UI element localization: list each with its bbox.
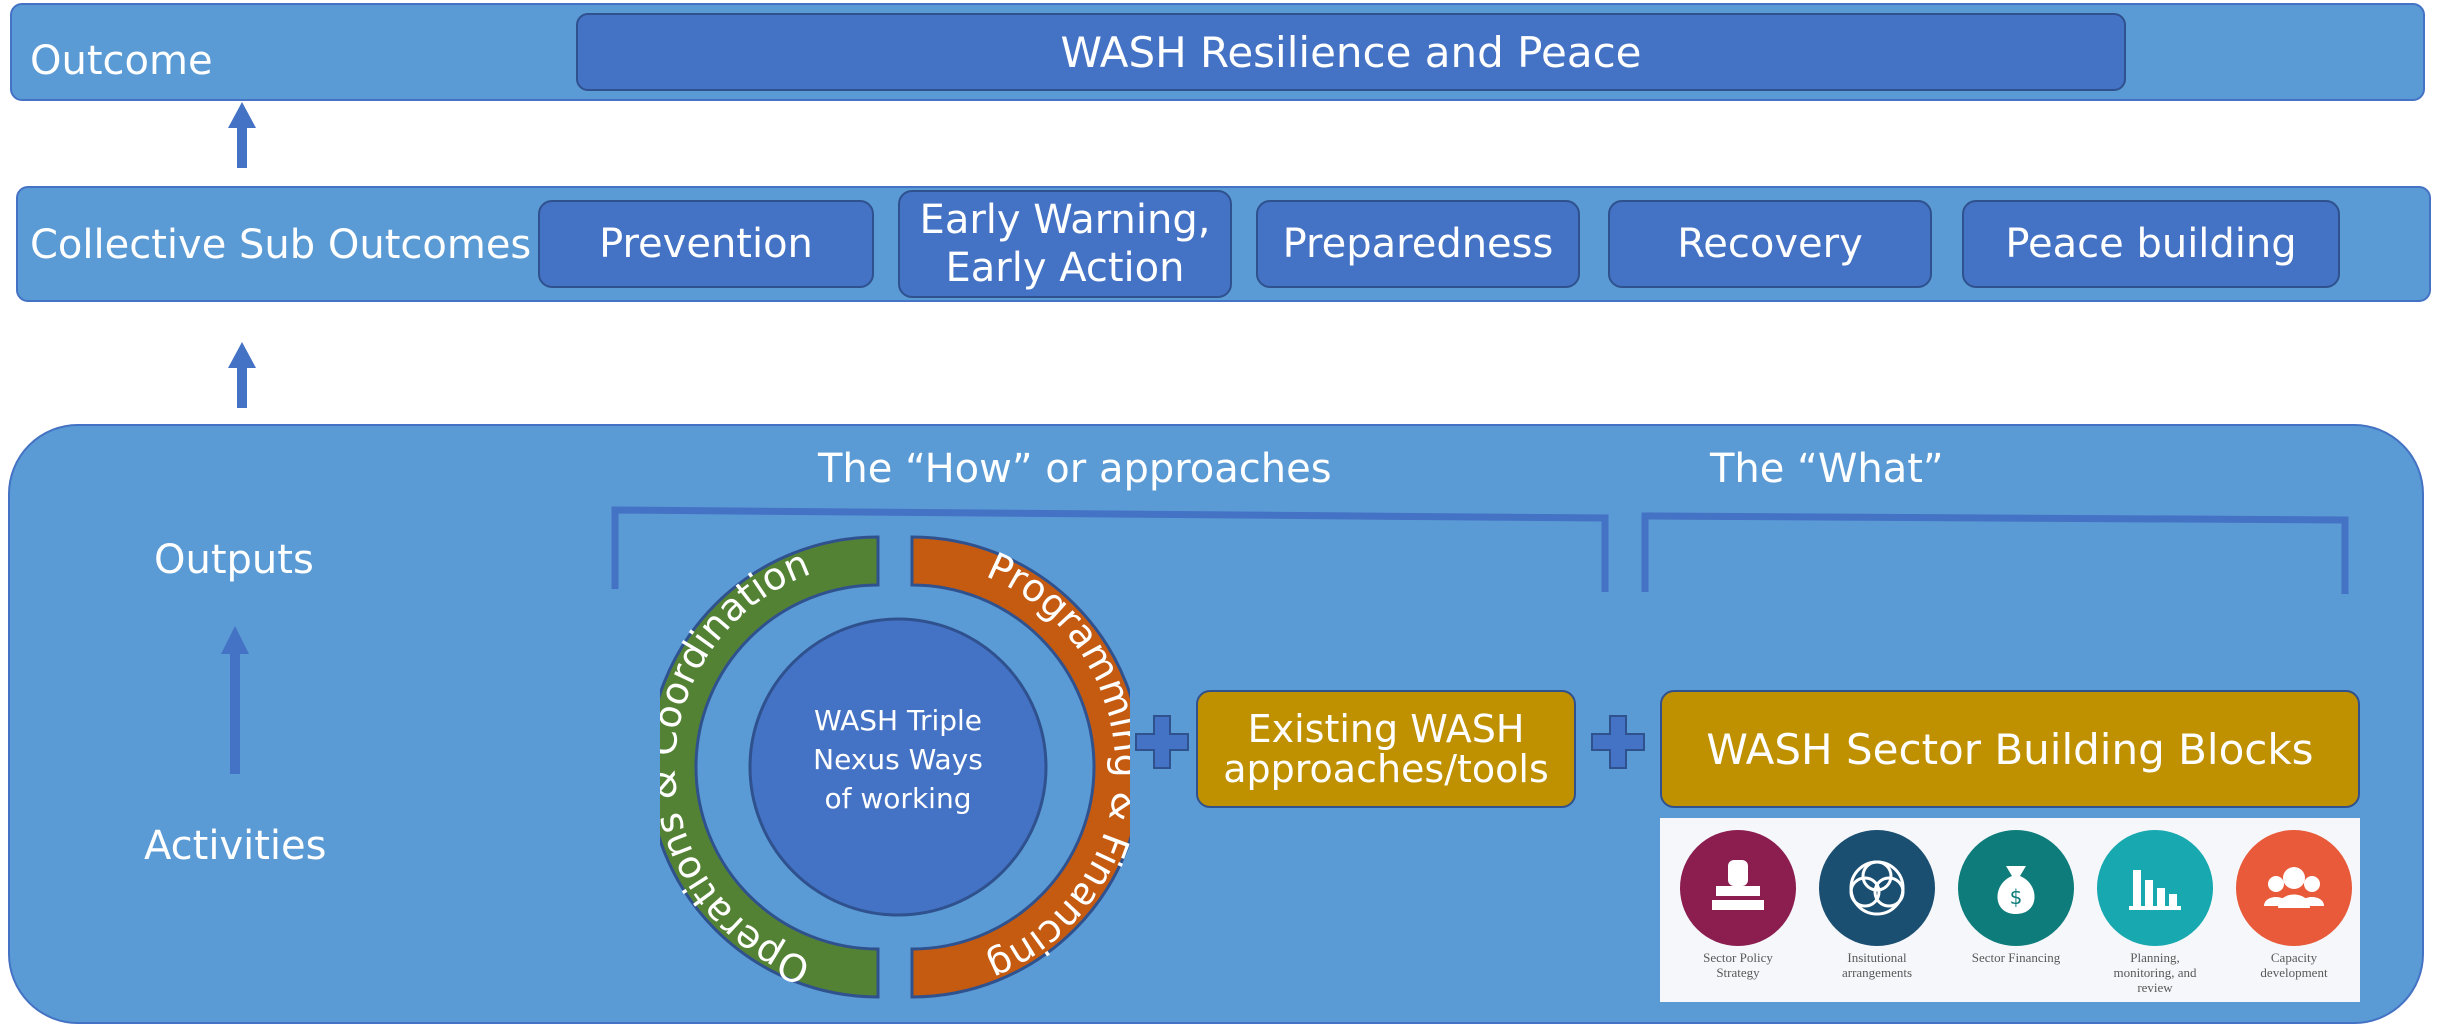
sub-outcome-early-warning: Early Warning, Early Action	[898, 190, 1232, 298]
outcome-band: Outcome WASH Resilience and Peace	[10, 3, 2425, 101]
sub-outcome-peace-building: Peace building	[1962, 200, 2340, 288]
sub-outcome-recovery: Recovery	[1608, 200, 1932, 288]
outputs-label: Outputs	[154, 537, 314, 583]
programming-arc	[910, 535, 1130, 999]
sub-outcome-label: Prevention	[599, 221, 813, 267]
financing-block: $ Sector Financing	[1954, 826, 2078, 965]
existing-approaches-box: Existing WASH approaches/tools	[1196, 690, 1576, 808]
financing-caption: Sector Financing	[1954, 950, 2078, 965]
nexus-center-line1: WASH Triple	[814, 704, 982, 737]
sub-outcome-label: Peace building	[2005, 221, 2297, 267]
institutional-caption: Insitutional arrangements	[1815, 950, 1939, 980]
sub-outcome-label-line2: Early Action	[945, 245, 1185, 291]
caption-line: Sector Policy	[1703, 950, 1773, 965]
sub-outcomes-label: Collective Sub Outcomes	[30, 222, 532, 268]
caption-line: monitoring, and	[2113, 965, 2197, 980]
planning-caption: Planning, monitoring, and review	[2093, 950, 2217, 995]
what-bracket	[1641, 512, 2349, 594]
sub-outcome-label: Early Warning,	[919, 197, 1211, 243]
nexus-ring-diagram: Operations & Coordination Programming & …	[660, 535, 1130, 999]
up-arrow-2	[228, 342, 256, 408]
sub-outcome-label: Preparedness	[1282, 221, 1554, 267]
svg-text:$: $	[2010, 885, 2023, 909]
plus-icon-2	[1591, 715, 1645, 769]
up-arrow-1	[228, 102, 256, 168]
outcome-title-box: WASH Resilience and Peace	[576, 13, 2126, 91]
existing-approaches-line1: Existing WASH	[1247, 707, 1525, 751]
how-heading: The “How” or approaches	[818, 446, 1332, 492]
stamp-icon	[1680, 830, 1796, 946]
caption-line: development	[2260, 965, 2328, 980]
how-bracket	[611, 506, 1609, 592]
policy-caption: Sector Policy Strategy	[1676, 950, 1800, 980]
plus-icon-1	[1135, 715, 1189, 769]
existing-approaches-line2: approaches/tools	[1223, 747, 1549, 791]
caption-line: Planning,	[2130, 950, 2180, 965]
sub-outcome-prevention: Prevention	[538, 200, 874, 288]
caption-line: Insitutional	[1847, 950, 1907, 965]
caption-line: Strategy	[1716, 965, 1760, 980]
network-icon	[1819, 830, 1935, 946]
bar-chart-icon	[2097, 830, 2213, 946]
what-heading: The “What”	[1710, 446, 1944, 492]
caption-line: review	[2137, 980, 2173, 995]
planning-block: Planning, monitoring, and review	[2093, 826, 2217, 995]
nexus-center-line2: Nexus Ways	[813, 743, 983, 776]
building-blocks-icons-panel: Sector Policy Strategy Insitutional arra…	[1660, 818, 2360, 1002]
outcome-label: Outcome	[30, 38, 213, 84]
institutional-block: Insitutional arrangements	[1815, 826, 1939, 980]
activities-label: Activities	[144, 823, 327, 869]
nexus-center-circle	[748, 617, 1048, 917]
caption-line: Sector Financing	[1971, 950, 2061, 965]
sub-outcome-label: Recovery	[1677, 221, 1863, 267]
activities-to-outputs-arrow	[221, 626, 249, 774]
capacity-caption: Capacity development	[2232, 950, 2356, 980]
operations-arc	[660, 535, 880, 999]
caption-line: Capacity	[2270, 950, 2318, 965]
sub-outcome-preparedness: Preparedness	[1256, 200, 1580, 288]
building-blocks-box: WASH Sector Building Blocks	[1660, 690, 2360, 808]
people-icon	[2236, 830, 2352, 946]
policy-block: Sector Policy Strategy	[1676, 826, 1800, 980]
outcome-title: WASH Resilience and Peace	[1060, 27, 1642, 77]
nexus-center-line3: of working	[825, 782, 972, 815]
capacity-block: Capacity development	[2232, 826, 2356, 980]
building-blocks-title: WASH Sector Building Blocks	[1706, 724, 2314, 774]
money-bag-icon: $	[1958, 830, 2074, 946]
caption-line: arrangements	[1841, 965, 1913, 980]
